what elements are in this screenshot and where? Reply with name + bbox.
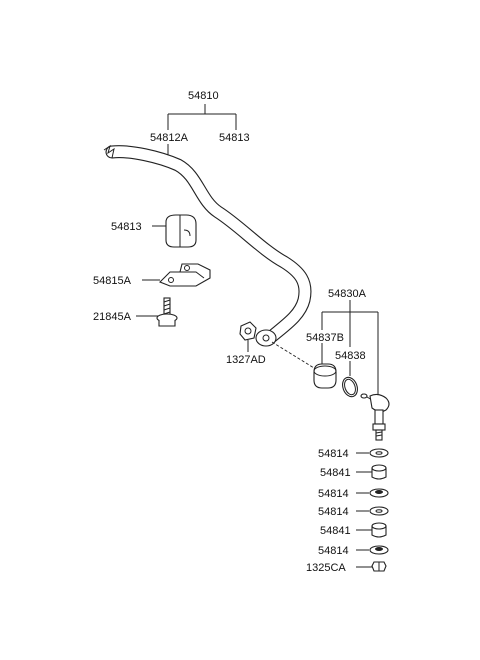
label-54814-3: 54814 [318,506,349,518]
label-54812a: 54812A [150,132,189,144]
label-1325ca: 1325CA [306,562,346,574]
bracket-part [142,263,211,287]
bushing-part [152,214,197,248]
assembly-leader-54830a [321,300,379,400]
label-54841-1: 54841 [320,467,351,479]
label-54813: 54813 [111,221,142,233]
label-54813-top: 54813 [219,132,250,144]
label-54838: 54838 [335,350,366,362]
ring-part [342,376,358,398]
hardware-stack [356,448,389,572]
label-54814-2: 54814 [318,488,349,500]
label-1327ad: 1327AD [226,354,266,366]
label-54841-2: 54841 [320,525,351,537]
link-part [360,393,390,441]
assembly-leader-54810 [167,104,237,163]
label-21845a: 21845A [93,311,132,323]
nut-part [239,321,257,352]
label-54810: 54810 [188,90,219,102]
label-54815a: 54815A [93,275,132,287]
stabilizer-bar [103,144,312,347]
label-54837b: 54837B [306,332,344,344]
label-54814-4: 54814 [318,545,349,557]
link-bushing-part [313,363,337,389]
label-54830a: 54830A [328,288,367,300]
label-54814-1: 54814 [318,448,349,460]
bolt-part [136,297,178,327]
